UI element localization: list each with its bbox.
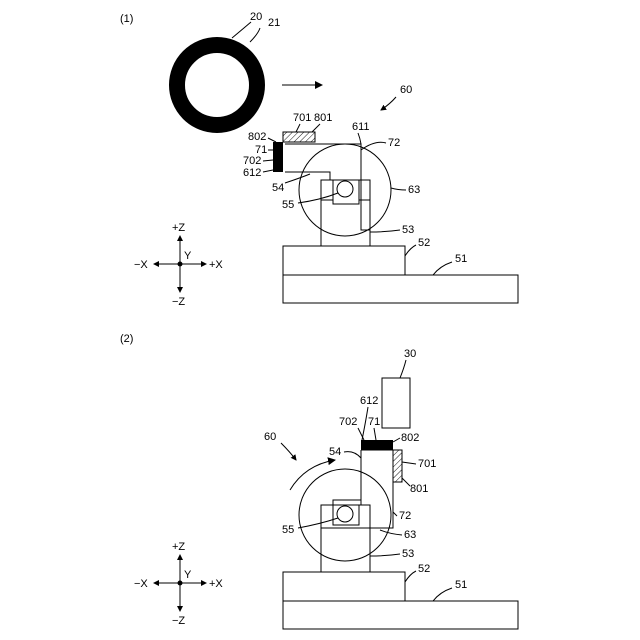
leader-54-2 bbox=[344, 452, 361, 458]
post bbox=[321, 200, 370, 246]
leader-611 bbox=[358, 133, 361, 144]
black-pad-top bbox=[361, 440, 393, 450]
leader-801-2 bbox=[402, 478, 410, 486]
axis-label-right-2: +X bbox=[209, 578, 223, 590]
callout-702: 702 bbox=[243, 155, 261, 167]
base-lower bbox=[283, 275, 518, 303]
leader-52-2 bbox=[405, 571, 416, 582]
callout-802-2: 802 bbox=[401, 432, 419, 444]
callout-612: 612 bbox=[243, 167, 261, 179]
leader-53-2 bbox=[370, 554, 400, 556]
callout-55: 55 bbox=[282, 199, 294, 211]
callout-60-2: 60 bbox=[264, 431, 276, 443]
leader-60 bbox=[381, 97, 396, 110]
callout-30: 30 bbox=[404, 348, 416, 360]
callout-63-2: 63 bbox=[404, 529, 416, 541]
callout-60: 60 bbox=[400, 84, 412, 96]
pivot-circle bbox=[337, 181, 353, 197]
hatched-pad-side bbox=[393, 450, 402, 482]
leader-701 bbox=[296, 124, 300, 132]
callout-51-2: 51 bbox=[455, 579, 467, 591]
callout-71-2: 71 bbox=[368, 416, 380, 428]
leader-53 bbox=[370, 230, 400, 232]
axis-label-center-2: Y bbox=[184, 569, 192, 581]
callout-611: 611 bbox=[352, 121, 370, 133]
callout-612-2: 612 bbox=[360, 395, 378, 407]
axis-label-down-2: −Z bbox=[172, 615, 185, 627]
axis-label-up: +Z bbox=[172, 222, 185, 234]
roller-ring bbox=[177, 45, 257, 125]
callout-801-2: 801 bbox=[410, 483, 428, 495]
base-upper-2 bbox=[283, 572, 405, 601]
post-2 bbox=[321, 528, 370, 572]
callout-72: 72 bbox=[388, 137, 400, 149]
axis-label-left: −X bbox=[134, 259, 148, 271]
leader-51 bbox=[433, 262, 452, 275]
leader-63-2 bbox=[380, 530, 402, 535]
leader-71-2 bbox=[374, 428, 376, 440]
callout-702-2: 702 bbox=[339, 416, 357, 428]
axis-label-center: Y bbox=[184, 250, 192, 262]
leader-801 bbox=[312, 124, 320, 132]
axes-2: +Z −Z −X +X Y bbox=[134, 541, 223, 627]
head-block bbox=[382, 378, 410, 428]
pivot-circle-2 bbox=[337, 506, 353, 522]
leader-51-2 bbox=[433, 588, 452, 601]
leader-20 bbox=[232, 22, 251, 38]
leader-30 bbox=[400, 360, 406, 378]
leader-21 bbox=[250, 28, 260, 42]
callout-53: 53 bbox=[402, 224, 414, 236]
callout-701: 701 bbox=[293, 112, 311, 124]
axes-1: +Z −Z −X +X Y bbox=[134, 222, 223, 308]
panel-1-label: (1) bbox=[120, 13, 133, 25]
panel-2: (2) 30 51 52 53 63 55 72 bbox=[120, 333, 518, 629]
callout-20: 20 bbox=[250, 11, 262, 23]
base-upper bbox=[283, 246, 405, 275]
leader-63 bbox=[391, 188, 406, 190]
callout-53-2: 53 bbox=[402, 548, 414, 560]
callout-701-2: 701 bbox=[418, 458, 436, 470]
leader-701-2 bbox=[402, 462, 416, 464]
callout-54-2: 54 bbox=[329, 446, 341, 458]
leader-702 bbox=[263, 160, 273, 161]
hatched-pad-top bbox=[283, 132, 315, 142]
panel-2-label: (2) bbox=[120, 333, 133, 345]
panel-1: (1) 20 21 60 51 52 53 63 55 bbox=[120, 11, 518, 308]
callout-72-2: 72 bbox=[399, 510, 411, 522]
leader-72-2 bbox=[393, 512, 397, 516]
callout-801: 801 bbox=[314, 112, 332, 124]
base-lower-2 bbox=[283, 601, 518, 629]
callout-51: 51 bbox=[455, 253, 467, 265]
axis-label-left-2: −X bbox=[134, 578, 148, 590]
callout-52: 52 bbox=[418, 237, 430, 249]
rotation-arrow bbox=[290, 460, 335, 490]
axis-label-up-2: +Z bbox=[172, 541, 185, 553]
axis-origin-2 bbox=[178, 581, 183, 586]
black-pad-left bbox=[273, 142, 283, 172]
axis-origin bbox=[178, 262, 183, 267]
leader-54 bbox=[285, 174, 310, 183]
leader-802 bbox=[268, 138, 276, 142]
callout-54: 54 bbox=[272, 182, 284, 194]
callout-802: 802 bbox=[248, 131, 266, 143]
callout-52-2: 52 bbox=[418, 563, 430, 575]
callout-63: 63 bbox=[408, 184, 420, 196]
leader-52 bbox=[405, 245, 416, 256]
callout-21: 21 bbox=[268, 17, 280, 29]
axis-label-down: −Z bbox=[172, 296, 185, 308]
leader-612 bbox=[263, 170, 273, 172]
axis-label-right: +X bbox=[209, 259, 223, 271]
callout-55-2: 55 bbox=[282, 524, 294, 536]
leader-802-2 bbox=[393, 438, 400, 442]
leader-60-2 bbox=[281, 443, 296, 460]
